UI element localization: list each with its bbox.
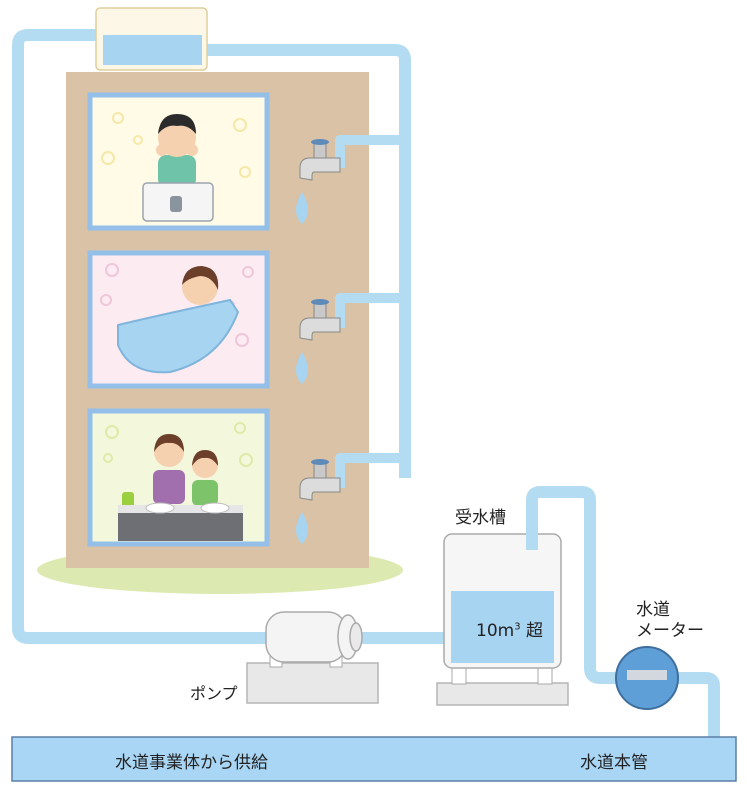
meter-main-pipe [672,672,720,742]
water-main-label: 水道本管 [580,753,648,773]
water-drop-1 [296,192,308,224]
water-meter [615,646,679,710]
faucet-2 [296,299,341,384]
faucet-3 [296,459,341,544]
faucet-1 [296,139,341,224]
water-main-pipe [11,736,737,782]
riser-pipe [200,44,411,478]
pump [246,611,379,704]
tank-capacity-label: 10m3 超 [476,616,543,641]
panel-kitchen [87,408,270,547]
tank-capacity-value: 10m [476,621,515,641]
panel-face-washing [87,92,270,231]
water-meter-label-line2: メーター [636,621,704,641]
tank-capacity-sup: 3 [514,621,521,633]
supply-source-label: 水道事業体から供給 [115,753,268,773]
receiving-tank-label: 受水槽 [455,508,506,528]
water-meter-label-line1: 水道 [636,600,670,620]
tank-meter-pipe [526,486,620,684]
panel-bath [87,250,270,389]
receiving-tank [436,533,569,706]
pump-label: ポンプ [190,684,238,703]
rooftop-tank [95,7,208,71]
supply-pipe [12,29,270,644]
water-drop-2 [296,352,308,384]
water-meter-label: 水道メーター [636,600,704,642]
tank-capacity-suffix: 超 [520,621,543,641]
water-drop-3 [296,512,308,544]
